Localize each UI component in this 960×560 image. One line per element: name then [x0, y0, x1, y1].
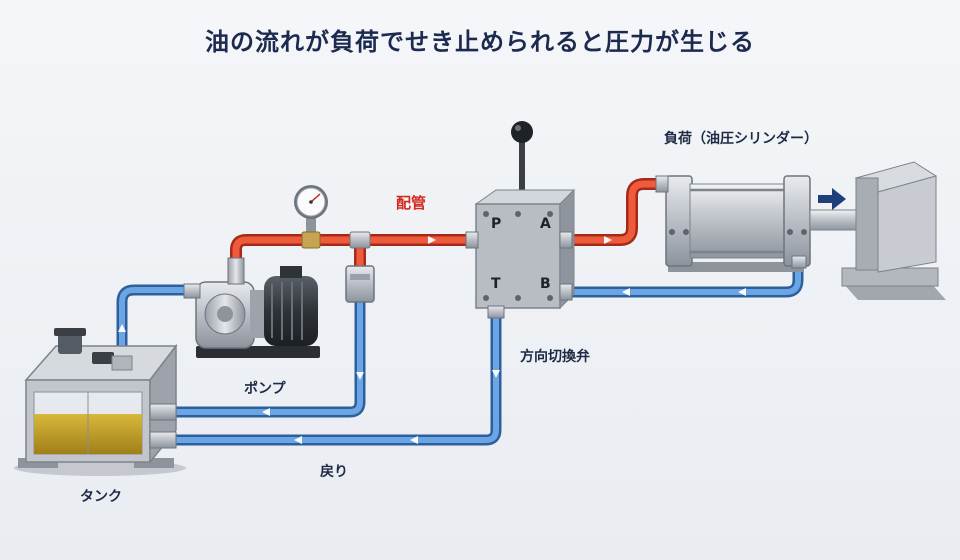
- load-label: 負荷（油圧シリンダー）: [664, 131, 818, 147]
- port-t-label: T: [491, 276, 501, 292]
- pump-label: ポンプ: [244, 381, 286, 397]
- arrow-left-icon: [738, 288, 746, 296]
- return-label: 戻り: [320, 464, 348, 480]
- pressure-pipe: [230, 234, 482, 270]
- cylinder-return-pipe: [560, 256, 804, 298]
- arrow-up-icon: [118, 324, 126, 332]
- arrow-left-icon: [410, 436, 418, 444]
- tank-label: タンク: [80, 489, 122, 505]
- arrow-left-icon: [622, 288, 630, 296]
- arrow-down-icon: [356, 372, 364, 380]
- flow-arrows: [118, 236, 746, 444]
- pressure-lines: [230, 178, 670, 272]
- port-a-label: A: [540, 216, 551, 232]
- pipe-label: 配管: [396, 194, 427, 212]
- return-lines: [116, 256, 804, 446]
- pressure-gauge: [294, 185, 328, 249]
- cylinder-feed-pipe: [560, 178, 670, 246]
- relief-valve: [345, 265, 375, 303]
- return-pipe: [170, 304, 502, 446]
- load-push-arrow-icon: [818, 188, 846, 210]
- arrow-left-icon: [262, 408, 270, 416]
- load-block: [841, 161, 946, 300]
- arrow-right-icon: [428, 236, 436, 244]
- arrow-down-icon: [492, 370, 500, 378]
- arrow-right-icon: [604, 236, 612, 244]
- pump-drain-pipe: [170, 294, 366, 418]
- suction-pipe: [116, 284, 196, 372]
- diagram-title: 油の流れが負荷でせき止められると圧力が生じる: [205, 28, 755, 56]
- arrow-left-icon: [294, 436, 302, 444]
- port-b-label: B: [540, 276, 551, 292]
- valve-label: 方向切換弁: [520, 349, 590, 365]
- hydraulic-cylinder: [655, 175, 859, 272]
- pipe-tee-fitting: [349, 231, 371, 249]
- port-p-label: P: [491, 216, 502, 232]
- pump-unit: [183, 257, 320, 358]
- oil-tank: [14, 328, 186, 476]
- directional-control-valve: [465, 121, 576, 319]
